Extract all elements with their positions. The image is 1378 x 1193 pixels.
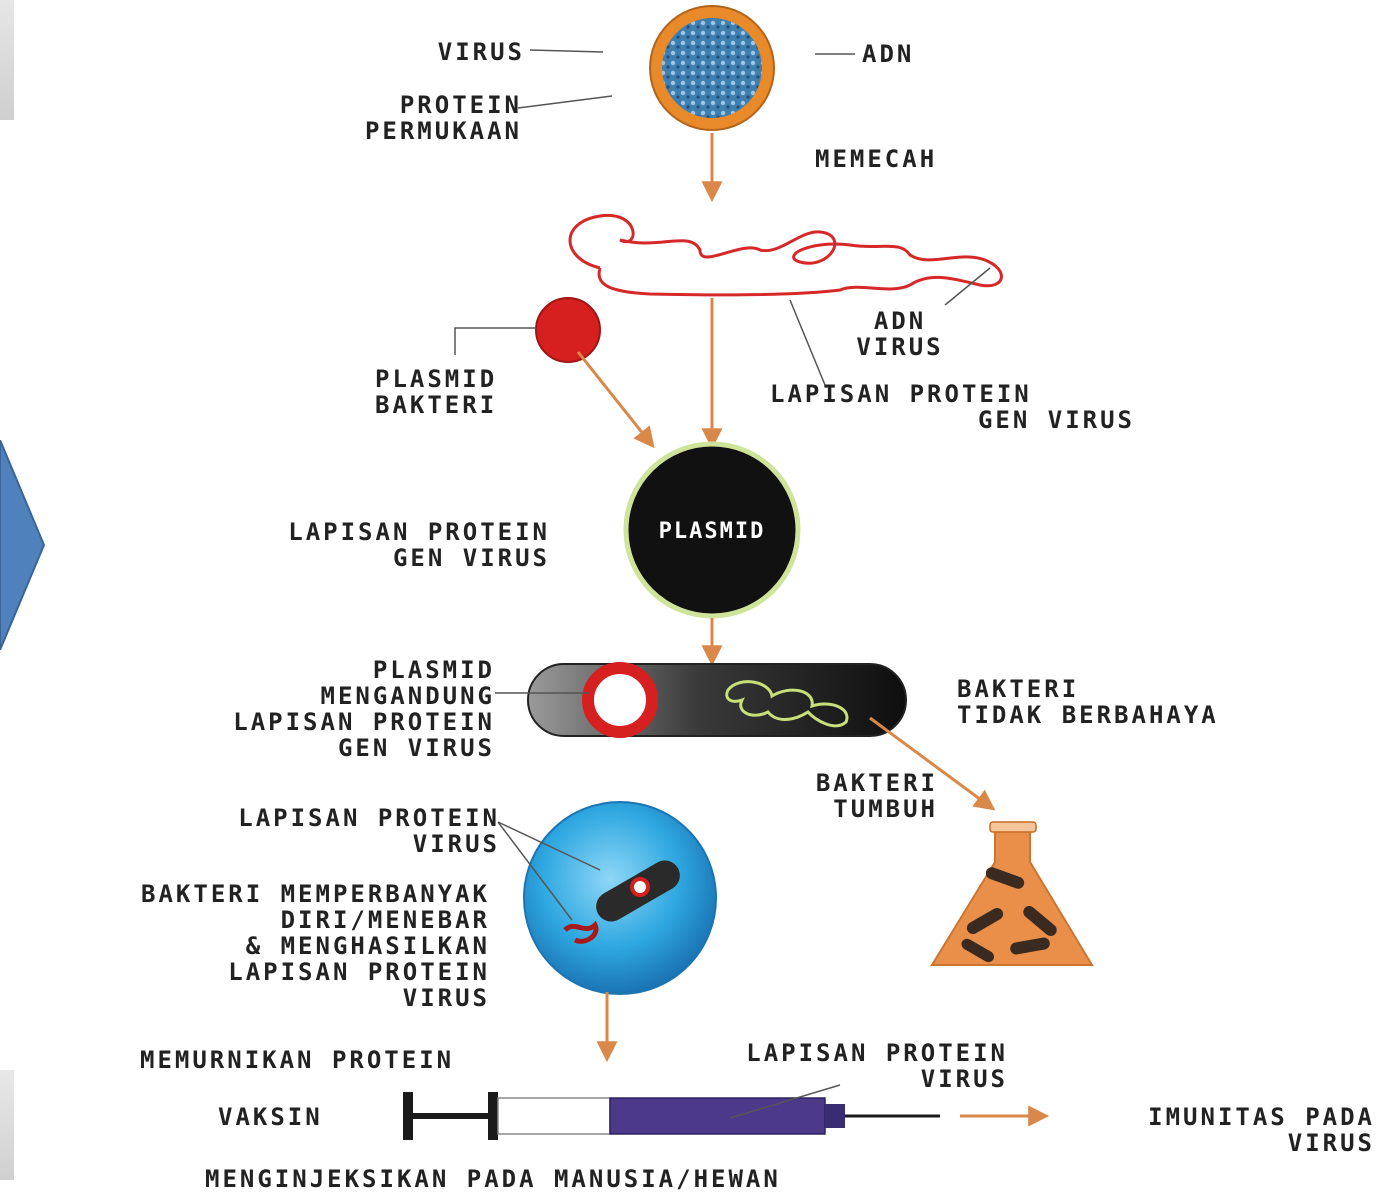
protein-producing-cell bbox=[524, 802, 716, 994]
culture-flask bbox=[932, 822, 1092, 965]
label-line: DIRI/MENEBAR bbox=[10, 907, 490, 933]
leader-line-plasmid-bakteri bbox=[455, 328, 536, 355]
label-line: LAPISAN PROTEIN bbox=[650, 1040, 1008, 1066]
arrow-plasmid-to-combined bbox=[578, 352, 652, 445]
label-line: BAKTERI MEMPERBANYAK bbox=[10, 881, 490, 907]
label-line: LAPISAN PROTEIN bbox=[130, 709, 495, 735]
leader-line-virus bbox=[530, 50, 603, 52]
label-bakteri-memperbanyak: BAKTERI MEMPERBANYAK DIRI/MENEBAR & MENG… bbox=[10, 881, 490, 1011]
viral-dna-strand bbox=[570, 215, 1001, 295]
plasmid-inner-label: PLASMID bbox=[659, 519, 766, 544]
label-line: GEN VIRUS bbox=[190, 545, 550, 571]
label-line: LAPISAN PROTEIN bbox=[190, 519, 550, 545]
label-bakteri-tumbuh: BAKTERI TUMBUH bbox=[760, 770, 938, 822]
label-line: TIDAK BERBAHAYA bbox=[957, 702, 1219, 728]
label-menginjeksikan: MENGINJEKSIKAN PADA MANUSIA/HEWAN bbox=[205, 1166, 781, 1192]
label-line: BAKTERI bbox=[375, 392, 497, 418]
label-line: BAKTERI bbox=[957, 676, 1219, 702]
label-protein-permukaan: PROTEIN PERMUKAAN bbox=[290, 92, 522, 144]
label-line: VIRUS bbox=[10, 985, 490, 1011]
label-line: TUMBUH bbox=[760, 796, 938, 822]
label-memecah: MEMECAH bbox=[815, 146, 937, 172]
label-lapisan-protein-virus: LAPISAN PROTEIN VIRUS bbox=[140, 805, 500, 857]
bacterial-plasmid-dot bbox=[536, 298, 600, 362]
label-memurnikan-protein: MEMURNIKAN PROTEIN bbox=[140, 1047, 454, 1073]
label-line: PLASMID bbox=[375, 366, 497, 392]
label-line: GEN VIRUS bbox=[130, 735, 495, 761]
label-line: LAPISAN PROTEIN bbox=[10, 959, 490, 985]
recombinant-plasmid: PLASMID bbox=[626, 444, 798, 616]
label-line: & MENGHASILKAN bbox=[10, 933, 490, 959]
label-line: LAPISAN PROTEIN bbox=[140, 805, 500, 831]
label-bakteri-tidak-berbahaya: BAKTERI TIDAK BERBAHAYA bbox=[957, 676, 1219, 728]
label-line: BAKTERI bbox=[760, 770, 938, 796]
label-plasmid-mengandung: PLASMID MENGANDUNG LAPISAN PROTEIN GEN V… bbox=[130, 657, 495, 761]
label-plasmid-bakteri: PLASMID BAKTERI bbox=[375, 366, 497, 418]
leader-line-protein bbox=[518, 96, 612, 108]
label-line: PLASMID bbox=[130, 657, 495, 683]
label-lapisan-protein-left: LAPISAN PROTEIN GEN VIRUS bbox=[190, 519, 550, 571]
label-lapisan-protein-virus-syringe: LAPISAN PROTEIN VIRUS bbox=[650, 1040, 1008, 1092]
label-line: MENGANDUNG bbox=[130, 683, 495, 709]
label-line: GEN VIRUS bbox=[770, 407, 1135, 433]
label-line: VIRUS bbox=[830, 334, 970, 360]
virus-particle bbox=[650, 6, 774, 130]
label-lapisan-protein-right: LAPISAN PROTEIN GEN VIRUS bbox=[770, 381, 1135, 433]
label-line: LAPISAN PROTEIN bbox=[770, 381, 1135, 407]
label-line: VIRUS bbox=[1070, 1130, 1375, 1156]
label-adn-virus: ADN VIRUS bbox=[830, 308, 970, 360]
vaccine-syringe bbox=[403, 1092, 940, 1140]
harmless-bacterium bbox=[528, 664, 906, 736]
label-line: VIRUS bbox=[140, 831, 500, 857]
label-line: IMUNITAS PADA bbox=[1070, 1104, 1375, 1130]
label-vaksin: VAKSIN bbox=[218, 1104, 323, 1130]
leader-line-lapisan-right bbox=[790, 300, 825, 385]
label-line: VIRUS bbox=[650, 1066, 1008, 1092]
label-adn-top: ADN bbox=[862, 41, 914, 67]
label-virus: VIRUS bbox=[380, 39, 525, 65]
label-line: ADN bbox=[830, 308, 970, 334]
label-imunitas: IMUNITAS PADA VIRUS bbox=[1070, 1104, 1375, 1156]
label-line: PERMUKAAN bbox=[290, 118, 522, 144]
label-line: PROTEIN bbox=[290, 92, 522, 118]
